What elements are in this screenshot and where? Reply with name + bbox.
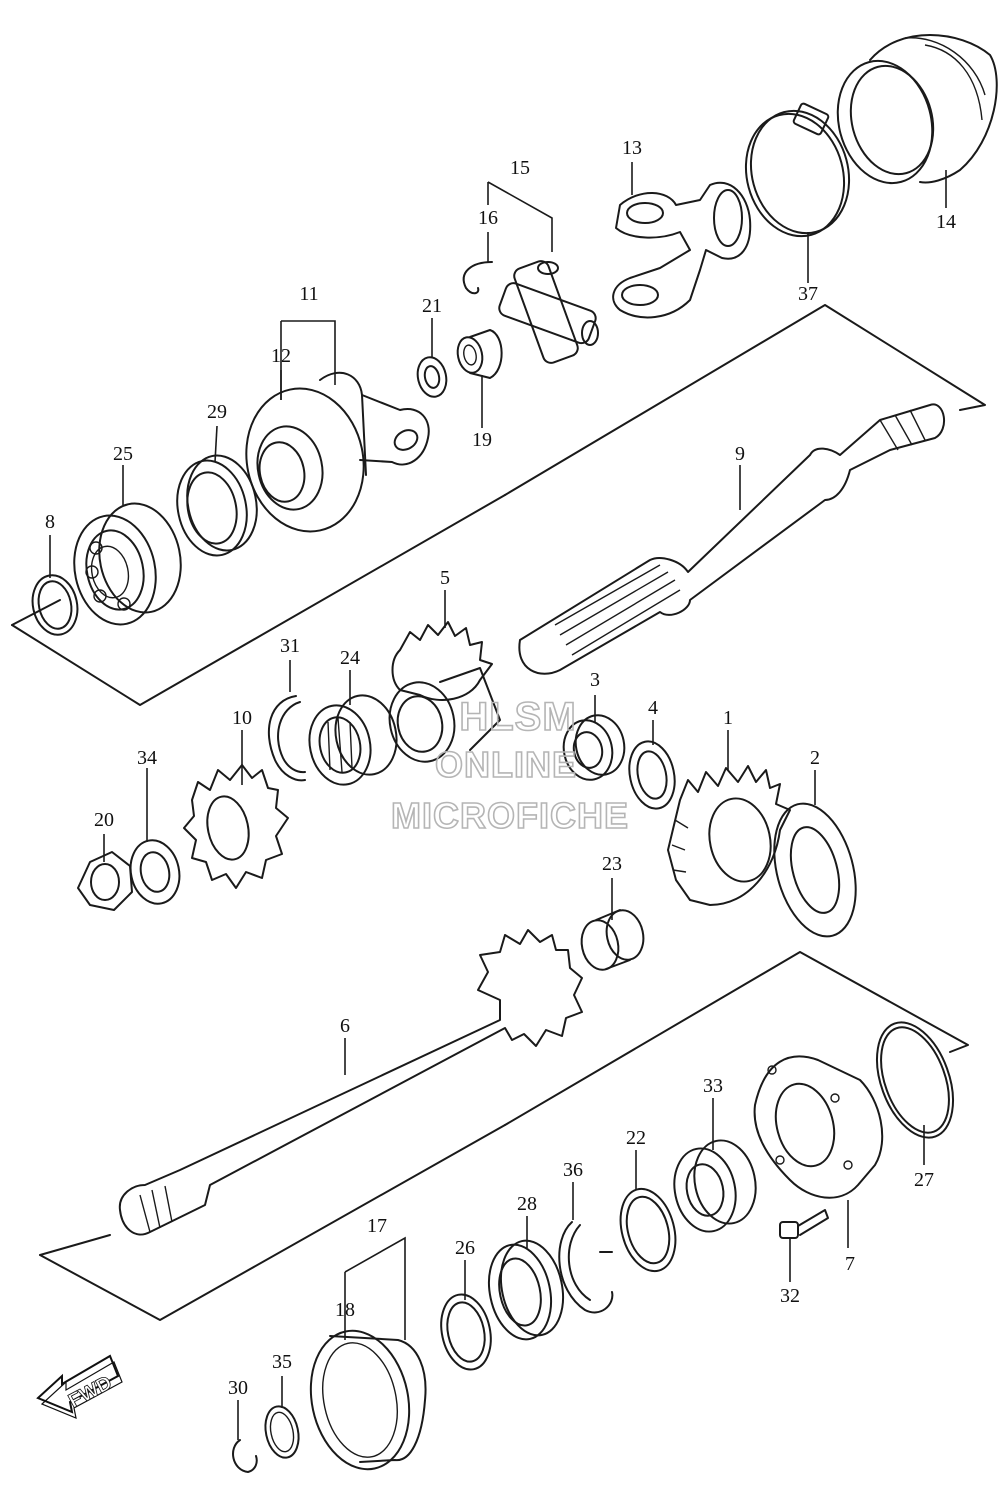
part-20-nut: [77, 851, 133, 911]
callout-11: 11: [299, 283, 318, 305]
leader-lines: [49, 162, 947, 1440]
part-3-bushing: [562, 714, 626, 781]
callout-10: 10: [232, 707, 252, 729]
part-23-bearing: [580, 909, 645, 971]
part-19-bushing: [456, 329, 503, 379]
part-14-boot: [836, 34, 998, 185]
callout-24: 24: [340, 647, 360, 669]
callout-16: 16: [478, 207, 498, 229]
callout-25: 25: [113, 443, 133, 465]
part-2-washer: [773, 802, 857, 938]
part-24-bearing: [308, 694, 398, 786]
callout-32: 32: [780, 1285, 800, 1307]
part-35-circlip: [264, 1405, 300, 1459]
part-1-bevel-gear: [667, 765, 791, 906]
callout-27: 27: [914, 1169, 934, 1191]
part-16-clip: [462, 261, 493, 295]
part-7-housing: [753, 1055, 884, 1199]
part-25-bearing: [73, 502, 182, 626]
part-33-bearing: [673, 1139, 757, 1233]
callout-2: 2: [810, 747, 820, 769]
callout-labels: 1 2 3 4 5 6 7 8 9 10 11 12 13 14 15 16 1…: [45, 137, 956, 1399]
part-30-clip: [232, 1439, 258, 1473]
callout-1: 1: [723, 707, 733, 729]
callout-18: 18: [335, 1299, 355, 1321]
part-37-clamp: [744, 102, 851, 238]
callout-22: 22: [626, 1127, 646, 1149]
watermark-line-1: HLSM: [459, 695, 576, 739]
callout-17: 17: [367, 1215, 387, 1237]
callout-36: 36: [563, 1159, 583, 1181]
callout-28: 28: [517, 1193, 537, 1215]
callout-4: 4: [648, 697, 658, 719]
part-26-ring: [440, 1293, 492, 1371]
callout-7: 7: [845, 1253, 855, 1275]
watermark-line-3: MICROFICHE: [391, 795, 629, 836]
callout-29: 29: [207, 401, 227, 423]
callout-12: 12: [271, 345, 291, 367]
watermark-line-2: ONLINE: [435, 744, 577, 785]
callout-14: 14: [936, 211, 956, 233]
callout-33: 33: [703, 1075, 723, 1097]
callout-8: 8: [45, 511, 55, 533]
part-36-circlip: [558, 1221, 614, 1314]
part-4-washer: [628, 740, 676, 810]
part-11-yoke-flange: [245, 371, 430, 533]
part-13-yoke: [612, 181, 752, 319]
callout-19: 19: [472, 429, 492, 451]
callout-30: 30: [228, 1377, 248, 1399]
callout-34: 34: [137, 747, 157, 769]
part-17-coupling: [309, 1329, 427, 1471]
part-6-shaft: [118, 929, 583, 1236]
fwd-badge: FWD: [36, 1354, 123, 1419]
callout-21: 21: [422, 295, 442, 317]
part-34-washer: [129, 839, 181, 905]
group-outlines: [11, 304, 986, 1321]
callout-13: 13: [622, 137, 642, 159]
callout-35: 35: [272, 1351, 292, 1373]
callout-26: 26: [455, 1237, 475, 1259]
part-32-bolt: [779, 1209, 829, 1239]
watermark: HLSM ONLINE MICROFICHE: [390, 694, 629, 837]
part-28-seal: [488, 1239, 564, 1341]
part-8-ring: [31, 574, 79, 636]
part-21-washer: [416, 356, 448, 398]
callout-15: 15: [510, 157, 530, 179]
callout-23: 23: [602, 853, 622, 875]
callout-5: 5: [440, 567, 450, 589]
part-31-snap-ring: [267, 695, 306, 782]
part-22-ring: [619, 1187, 677, 1273]
part-27-o-ring: [876, 1021, 954, 1139]
callout-37: 37: [798, 283, 818, 305]
part-29-seal: [176, 454, 258, 557]
part-15-u-joint: [498, 260, 599, 364]
callout-9: 9: [735, 443, 745, 465]
callout-3: 3: [590, 669, 600, 691]
callout-20: 20: [94, 809, 114, 831]
callout-31: 31: [280, 635, 300, 657]
part-5-pinion: [388, 621, 501, 763]
part-9-shaft: [518, 403, 945, 675]
part-10-gear: [183, 764, 289, 889]
callout-6: 6: [340, 1015, 350, 1037]
